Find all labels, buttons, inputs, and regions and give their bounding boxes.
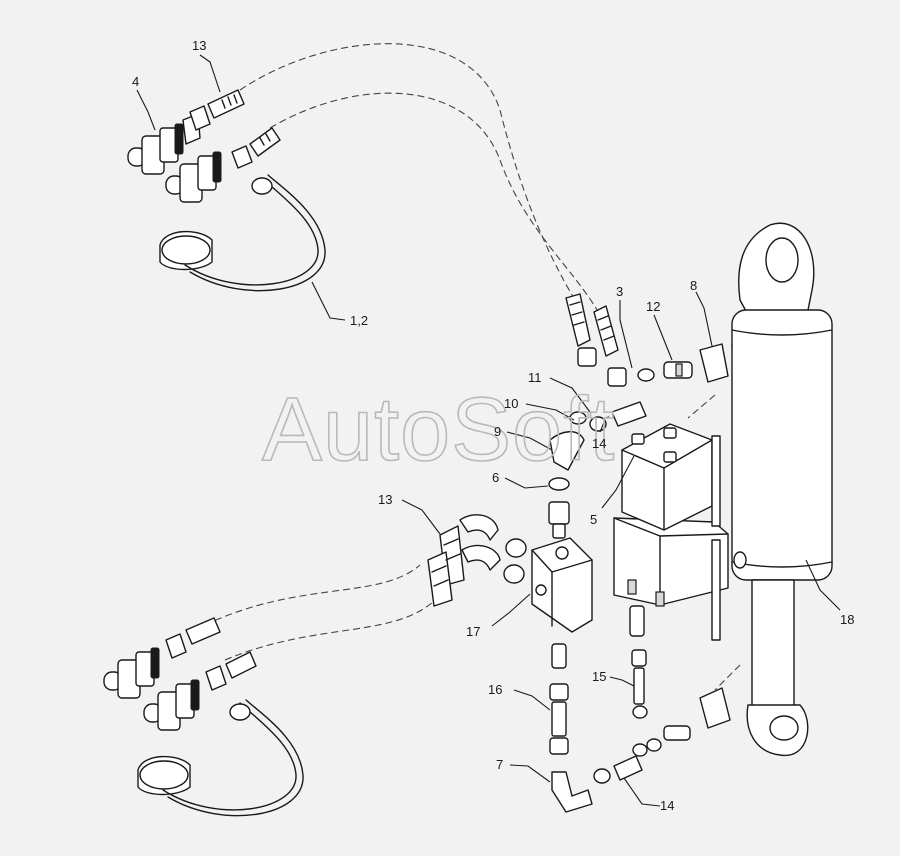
hydraulic-cylinder	[731, 222, 833, 756]
callout-16: 16	[488, 682, 502, 697]
callout-7: 7	[496, 757, 503, 772]
hose-assembly-left	[427, 514, 501, 607]
hose-assembly-center	[565, 293, 627, 387]
dust-cap-strap-lower	[137, 699, 304, 817]
callout-14-lower: 14	[660, 798, 674, 813]
solenoid-valve	[613, 423, 729, 641]
hose-routes	[204, 43, 741, 691]
quick-coupler-lower-2	[143, 651, 257, 731]
fittings-upper-stack	[548, 337, 745, 539]
quick-coupler-upper-2	[165, 151, 222, 203]
callout-12: 12	[646, 299, 660, 314]
callout-11: 11	[528, 370, 542, 385]
callout-8: 8	[690, 278, 697, 293]
hose-fitting-upper-2	[231, 127, 281, 169]
callout-15: 15	[592, 669, 606, 684]
callout-13-top: 13	[192, 38, 206, 53]
callout-5: 5	[590, 512, 597, 527]
callout-10: 10	[504, 396, 518, 411]
quick-coupler-lower-1	[103, 617, 221, 699]
callout-18: 18	[840, 612, 854, 627]
callout-3: 3	[616, 284, 623, 299]
quick-coupler-upper-1	[127, 113, 201, 175]
callout-17: 17	[466, 624, 480, 639]
callout-4-top: 4	[132, 74, 139, 89]
callout-leaders	[136, 54, 841, 807]
watermark-text: AutoSoft	[262, 380, 615, 480]
dust-cap-strap-upper	[159, 174, 326, 292]
callout-6: 6	[492, 470, 499, 485]
lower-piping	[549, 605, 731, 813]
callout-labels: 13 4 1,2 3 12 8 11 10 9 14 6 5 13 17 16 …	[132, 38, 854, 813]
callout-14-upper: 14	[592, 436, 606, 451]
callout-1-2-top: 1,2	[350, 313, 368, 328]
callout-9: 9	[494, 424, 501, 439]
hose-fitting-upper-1	[189, 89, 245, 131]
callout-13-lower: 13	[378, 492, 392, 507]
manifold-block	[503, 537, 593, 633]
